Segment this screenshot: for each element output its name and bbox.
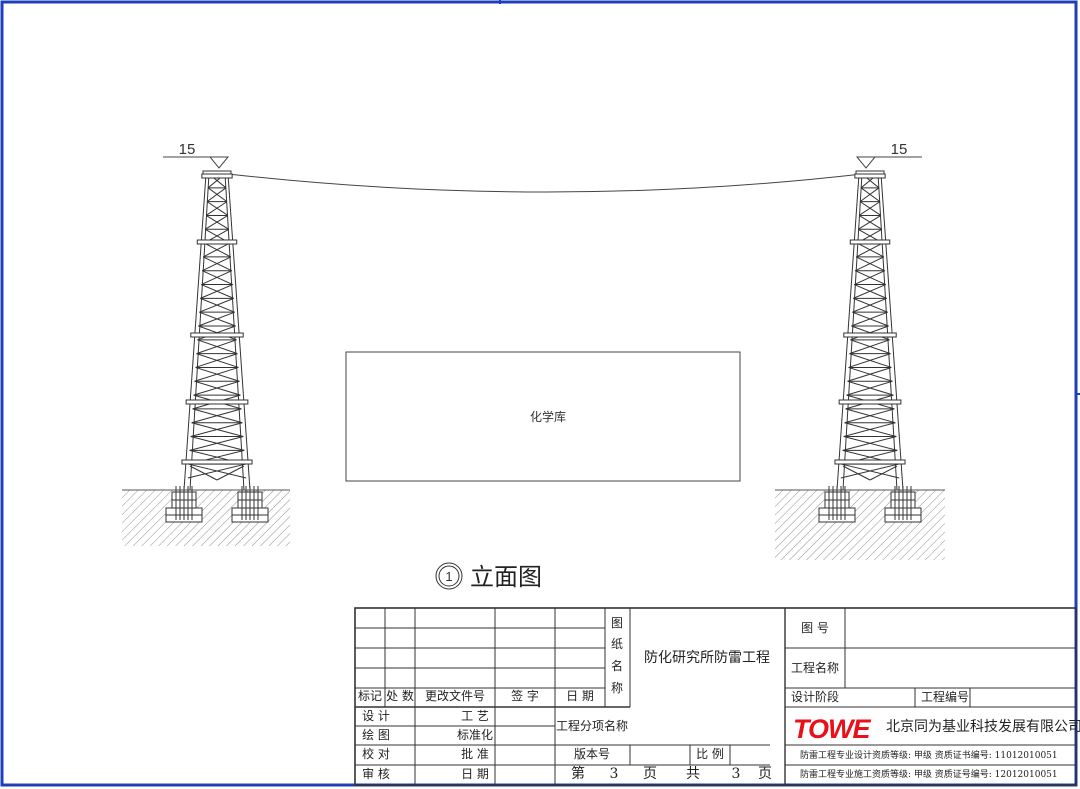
company-logo: TOWE [793,714,871,744]
elevation-value-right: 15 [891,141,908,158]
drawing-name-label-3: 名 [610,659,624,673]
role-standard: 标准化 [456,728,494,742]
project-name-label: 工程名称 [790,661,840,675]
version-label: 版本号 [573,747,611,761]
page-word: 页 [643,766,657,782]
drawing-name-label-4: 称 [610,681,624,695]
role-date: 日 期 [461,767,489,781]
catenary-wire [227,173,863,193]
page-prefix: 第 [571,766,585,782]
elevation-value-left: 15 [179,141,196,158]
project-no-label: 工程编号 [920,690,970,704]
drawing-no-label: 图 号 [801,621,829,635]
rev-header-count: 处 数 [386,689,414,703]
view-number-circle [435,562,463,590]
drawing-name-label-2: 纸 [610,637,624,651]
role-proof: 校 对 [362,747,390,761]
page-total: 3 [731,766,741,782]
elevation-mark-right: 15 [855,141,922,169]
chemical-warehouse-label: 化学库 [530,409,566,424]
drawing-name-label-1: 图 [610,616,624,630]
drawing-name: 防化研究所防雷工程 [644,650,770,666]
design-stage-label: 设计阶段 [790,690,840,704]
rev-header-date: 日 期 [566,689,594,703]
lightning-tower-right [818,170,922,523]
lightning-tower-left [165,170,269,523]
rev-header-mark: 标记 [357,689,383,703]
page-total-word: 页 [758,766,772,782]
qualification-construction: 防雷工程专业施工资质等级: 甲级 资质证号编号: 12012010051 [800,770,1058,780]
scale-label: 比 例 [696,747,724,761]
role-process: 工 艺 [461,709,489,723]
ground-right [775,489,945,560]
role-draw: 绘 图 [362,728,390,742]
role-design: 设 计 [362,709,390,723]
qualification-design: 防雷工程专业设计资质等级: 甲级 资质证书编号: 11012010051 [800,751,1058,761]
page-current: 3 [609,766,619,782]
view-title: 立面图 [470,563,542,591]
rev-header-signature: 签 字 [511,689,539,703]
title-block-frame [354,607,1077,786]
chemical-warehouse-outline [345,351,741,482]
sub-project-label: 工程分项名称 [555,719,629,733]
elevation-mark-left: 15 [163,141,230,169]
page-total-prefix: 共 [686,766,700,782]
company-name: 北京同为基业科技发展有限公司 [886,719,1080,735]
role-approve: 批 准 [461,747,489,761]
rev-header-change-doc: 更改文件号 [424,689,486,703]
view-number: 1 [445,569,452,584]
role-review: 审 核 [362,767,390,781]
